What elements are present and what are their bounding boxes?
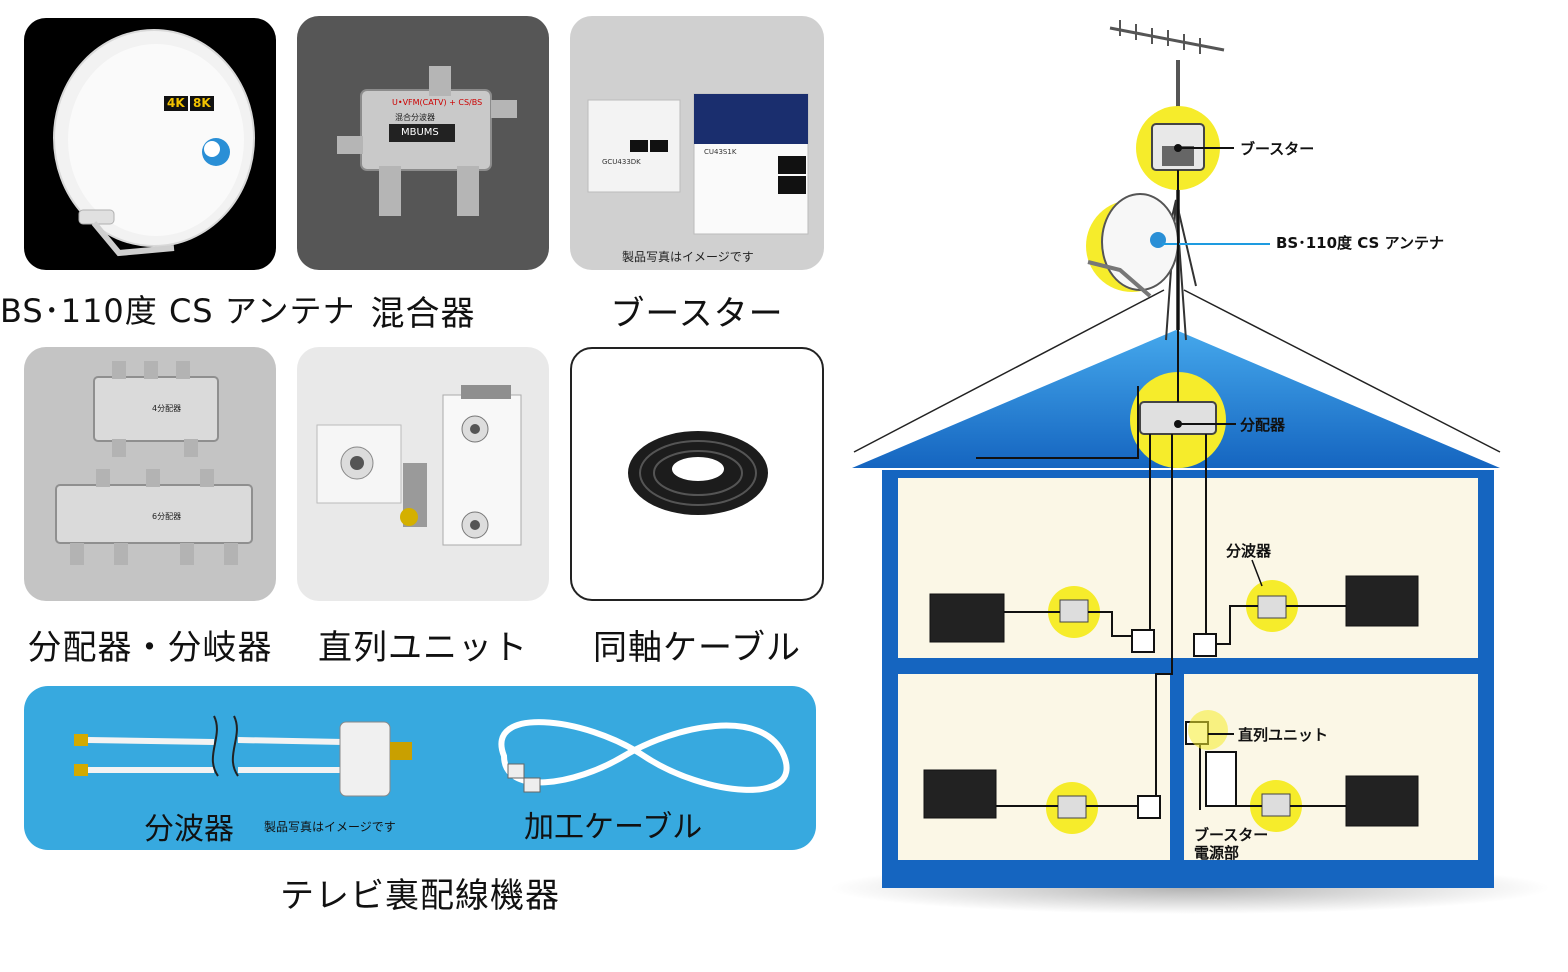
- series-unit-image: [316, 385, 522, 546]
- mixer-caption: 混合器: [370, 294, 476, 334]
- distributor-device-2: 6分配器: [152, 512, 182, 521]
- distributor-card: 4分配器 6分配器: [24, 347, 276, 601]
- series-unit-card: [297, 347, 549, 601]
- accessory-image: [74, 715, 790, 797]
- house-antenna-label: BS･110度 CS アンテナ: [1276, 234, 1444, 252]
- booster-caption: ブースター: [610, 294, 784, 334]
- house-series-unit-label: 直列ユニット: [1238, 726, 1329, 744]
- lower-left-room: [898, 674, 1170, 860]
- house-splitter-label: 分波器: [1226, 542, 1272, 560]
- series-unit-caption: 直列ユニット: [318, 628, 528, 668]
- house-distributor-label: 分配器: [1240, 416, 1286, 434]
- mixer-image: [337, 66, 517, 216]
- house-diagram: [830, 20, 1550, 914]
- distributor-image: [55, 361, 253, 565]
- antenna-image: [53, 29, 255, 257]
- coax-cable-card: [570, 347, 824, 601]
- mixer-card: U•VFM(CATV) + CS/BS 混合分波器 MBUMS: [297, 16, 549, 270]
- tv-lower-left: [923, 769, 997, 819]
- badge-8k: 8K: [193, 96, 211, 110]
- house-power-unit: [1205, 751, 1237, 807]
- booster-note: 製品写真はイメージです: [622, 250, 754, 264]
- antenna-card: 4K 8K: [24, 18, 276, 270]
- distributor-caption: 分配器・分岐器: [27, 628, 273, 668]
- mixer-device-text: U•VFM(CATV) + CS/BS: [392, 98, 483, 107]
- house-power-unit-label-2: 電源部: [1194, 844, 1240, 862]
- house-booster-label: ブースター: [1240, 140, 1315, 158]
- tv-upper-right: [1345, 575, 1419, 627]
- badge-4k: 4K: [167, 96, 185, 110]
- tv-lower-right: [1345, 775, 1419, 827]
- distributor-device-1: 4分配器: [152, 404, 182, 413]
- tv-upper-left: [929, 593, 1005, 643]
- splitter-label: 分波器: [144, 812, 234, 847]
- coax-cable-caption: 同軸ケーブル: [593, 628, 801, 668]
- antenna-caption: BS･110度 CS アンテナ: [0, 292, 356, 330]
- booster-image: [587, 93, 809, 235]
- mixer-device-model: MBUMS: [401, 127, 439, 138]
- footer-caption: テレビ裏配線機器: [280, 876, 560, 916]
- accessory-panel: 分波器 製品写真はイメージです 加工ケーブル: [24, 686, 816, 850]
- house-distributor-device: [1139, 401, 1217, 435]
- booster-card: GCU433DK CU43S1K 製品写真はイメージです: [570, 16, 824, 270]
- house-power-unit-label-1: ブースター: [1194, 826, 1269, 844]
- guy-wires: [853, 289, 1501, 453]
- booster-model-2: CU43S1K: [704, 148, 737, 156]
- mixer-device-name: 混合分波器: [395, 113, 435, 122]
- coax-cable-image: [628, 431, 768, 515]
- booster-model-1: GCU433DK: [602, 158, 641, 166]
- accessory-note: 製品写真はイメージです: [264, 820, 396, 834]
- cable-label: 加工ケーブル: [524, 810, 703, 845]
- house-dish: [1101, 193, 1179, 291]
